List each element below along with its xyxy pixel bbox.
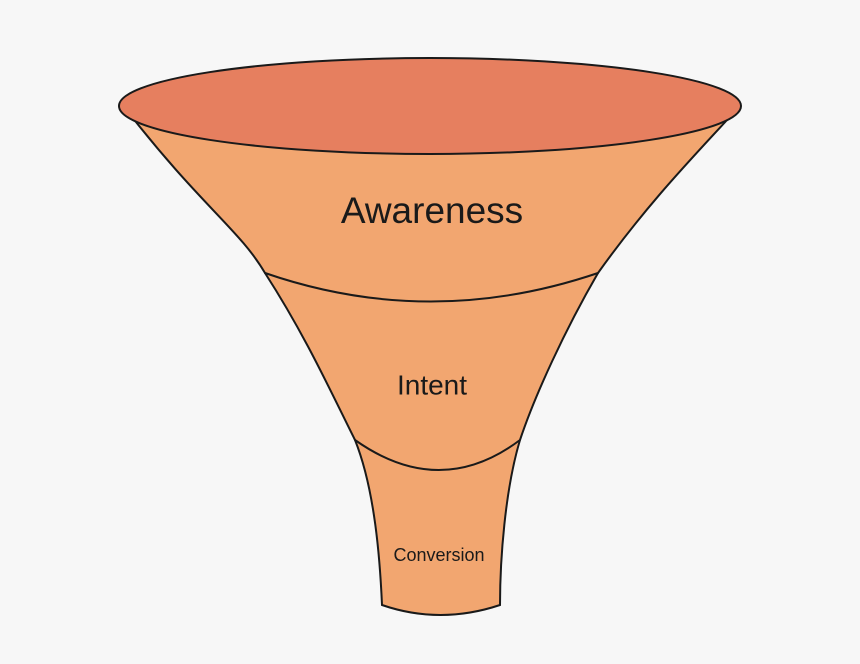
funnel-right-edge <box>499 107 739 606</box>
stage-label-intent: Intent <box>397 369 467 400</box>
divider-awareness-intent <box>264 272 599 303</box>
funnel-left-edge <box>124 107 383 606</box>
funnel-rim <box>118 57 742 155</box>
funnel-body <box>125 108 738 615</box>
stage-label-awareness: Awareness <box>341 190 523 231</box>
funnel-bottom-edge <box>381 604 501 616</box>
divider-intent-conversion <box>354 439 521 471</box>
stage-label-conversion: Conversion <box>393 545 484 565</box>
